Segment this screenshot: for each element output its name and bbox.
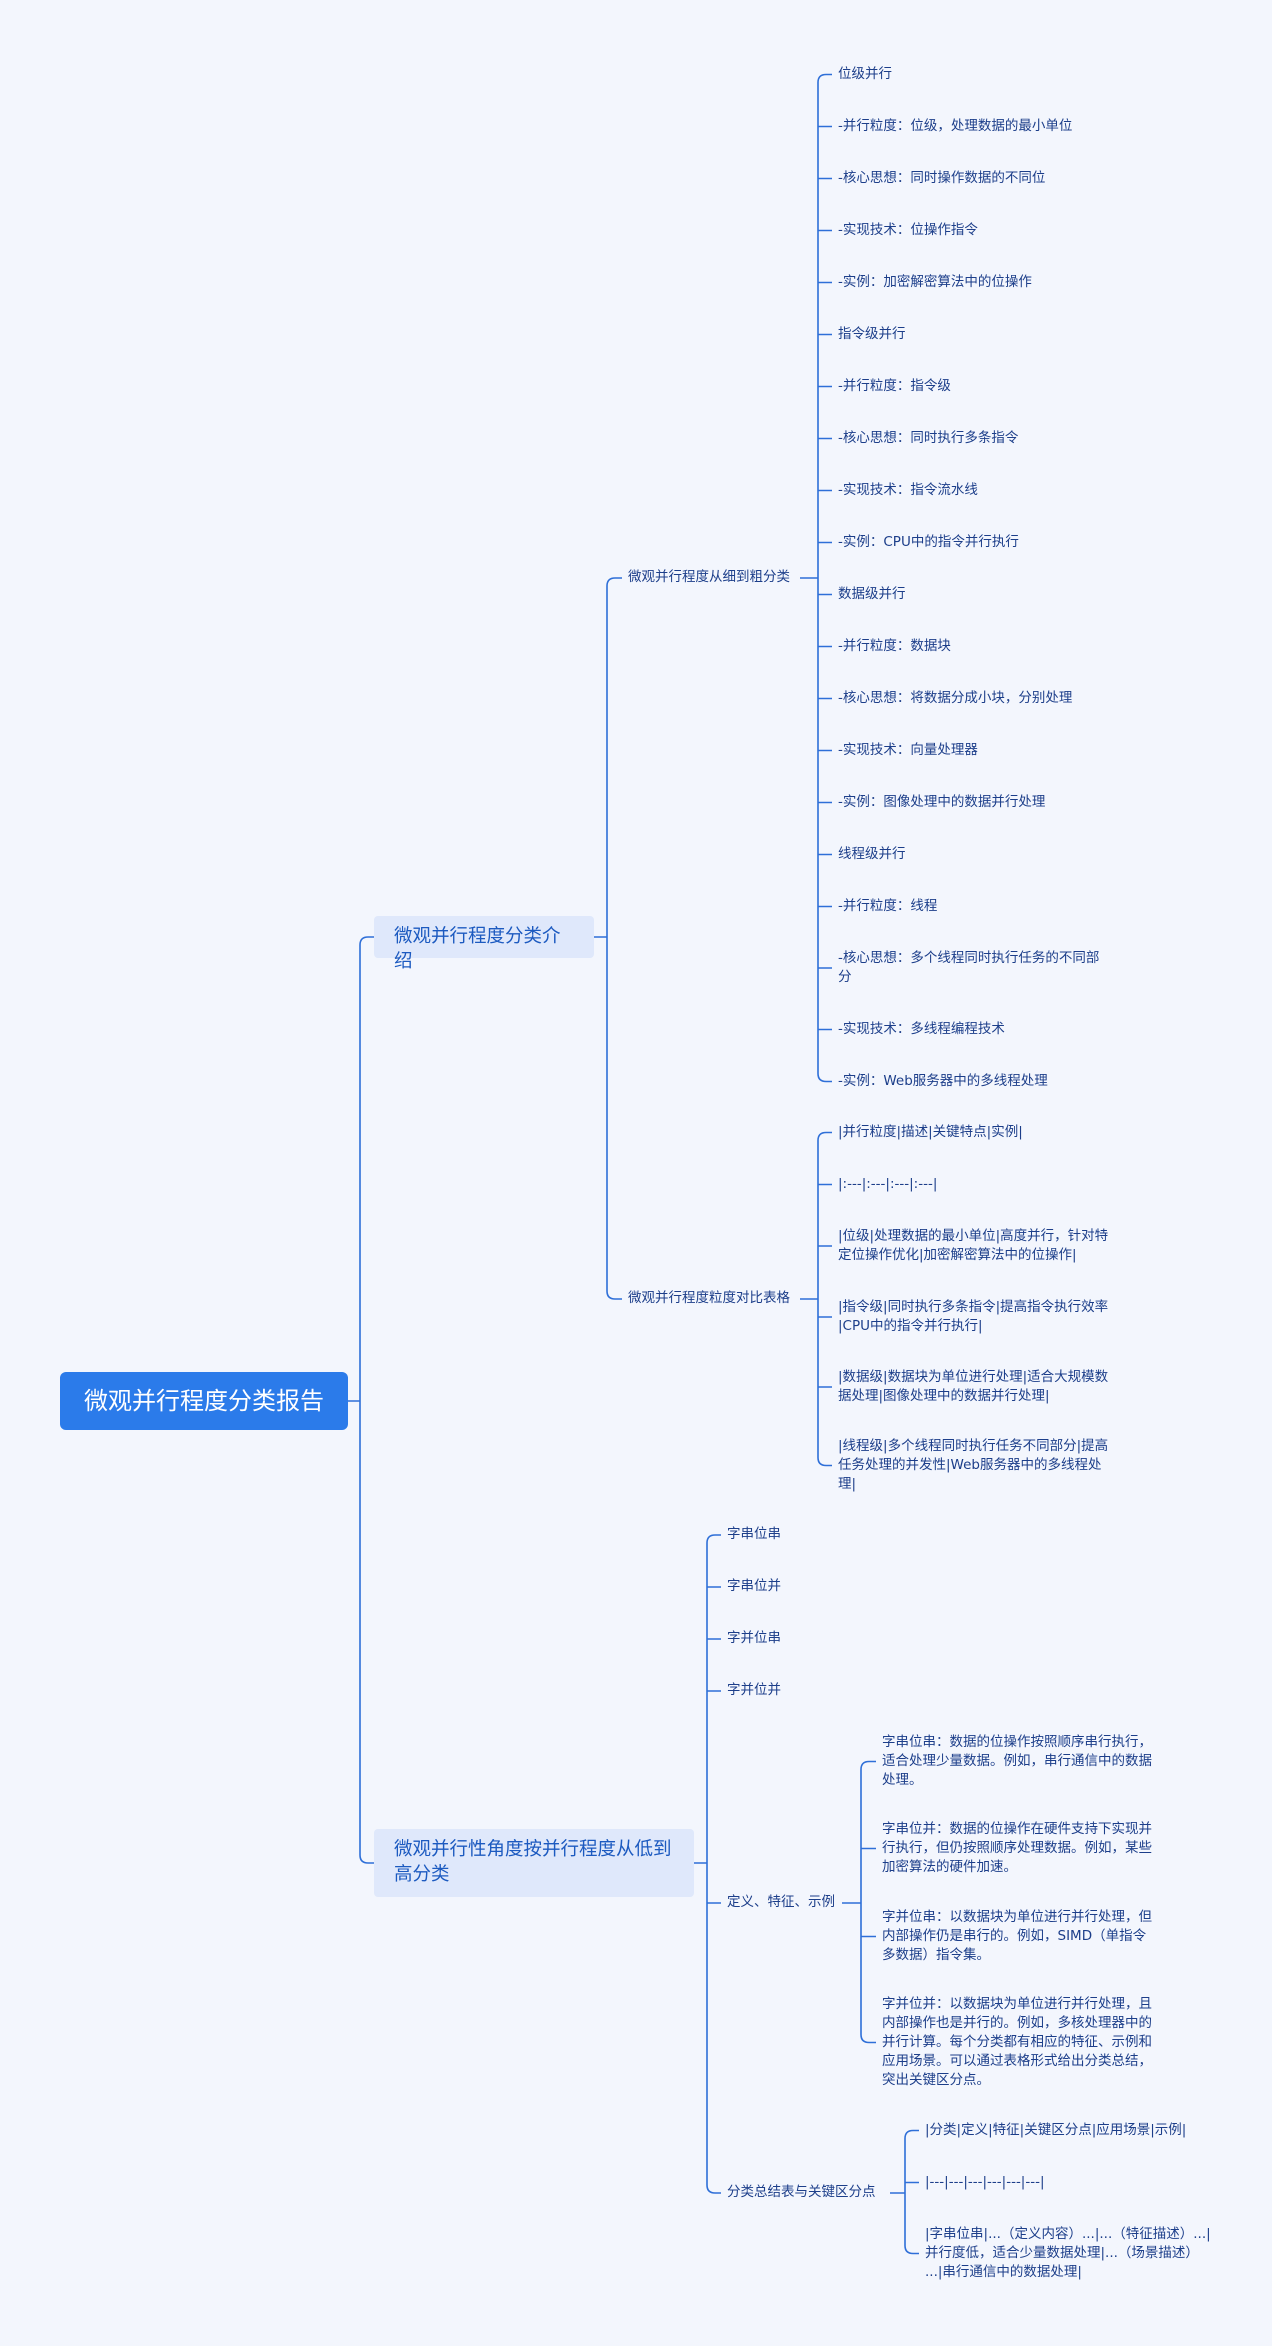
branch-parallelism-low-to-high[interactable]: 微观并行性角度按并行程度从低到 高分类 <box>374 1829 694 1897</box>
summary-row-1[interactable]: |分类|定义|特征|关键区分点|应用场景|示例| <box>925 2122 1187 2138</box>
summary-row-2[interactable]: |---|---|---|---|---|---| <box>925 2174 1045 2190</box>
sub1-item-6[interactable]: 指令级并行 <box>838 326 906 342</box>
sub1-item-8[interactable]: -核心思想：同时执行多条指令 <box>838 430 1019 446</box>
sub-definition-features-examples[interactable]: 定义、特征、示例 <box>727 1894 835 1910</box>
sub1-item-20[interactable]: -实例：Web服务器中的多线程处理 <box>838 1073 1048 1089</box>
sub-fine-to-coarse[interactable]: 微观并行程度从细到粗分类 <box>628 569 790 585</box>
class-item-4[interactable]: 字并位并 <box>727 1682 781 1698</box>
root-node[interactable]: 微观并行程度分类报告 <box>60 1372 348 1430</box>
sub1-item-7[interactable]: -并行粒度：指令级 <box>838 378 951 394</box>
summary-row-3[interactable]: |字串位串|...（定义内容）...|...（特征描述）...| 并行度低，适合… <box>925 2226 1211 2280</box>
sub1-item-15[interactable]: -实例：图像处理中的数据并行处理 <box>838 794 1046 810</box>
definition-item-2[interactable]: 字串位并：数据的位操作在硬件支持下实现并 行执行，但仍按照顺序处理数据。例如，某… <box>882 1821 1152 1875</box>
definition-item-3[interactable]: 字并位串：以数据块为单位进行并行处理，但 内部操作仍是串行的。例如，SIMD（单… <box>882 1909 1152 1963</box>
table-row-2[interactable]: |:---|:---|:---|:---| <box>838 1176 938 1192</box>
sub1-item-16[interactable]: 线程级并行 <box>838 846 906 862</box>
connector-sub2 <box>800 1131 832 1467</box>
sub1-item-3[interactable]: -核心思想：同时操作数据的不同位 <box>838 170 1046 186</box>
sub1-item-11[interactable]: 数据级并行 <box>838 586 906 602</box>
table-row-5[interactable]: |数据级|数据块为单位进行处理|适合大规模数 据处理|图像处理中的数据并行处理| <box>838 1369 1109 1404</box>
branch-micro-parallel-intro[interactable]: 微观并行程度分类介绍 <box>374 916 594 972</box>
sub1-item-17[interactable]: -并行粒度：线程 <box>838 898 938 914</box>
table-row-3[interactable]: |位级|处理数据的最小单位|高度并行，针对特 定位操作优化|加密解密算法中的位操… <box>838 1228 1109 1263</box>
sub-granularity-table[interactable]: 微观并行程度粒度对比表格 <box>628 1290 790 1306</box>
table-row-1[interactable]: |并行粒度|描述|关键特点|实例| <box>838 1124 1023 1140</box>
sub1-item-19[interactable]: -实现技术：多线程编程技术 <box>838 1021 1005 1037</box>
sub1-item-5[interactable]: -实例：加密解密算法中的位操作 <box>838 274 1032 290</box>
sub1-item-13[interactable]: -核心思想：将数据分成小块，分别处理 <box>838 690 1073 706</box>
sub1-item-2[interactable]: -并行粒度：位级，处理数据的最小单位 <box>838 118 1073 134</box>
definition-item-1[interactable]: 字串位串：数据的位操作按照顺序串行执行， 适合处理少量数据。例如，串行通信中的数… <box>882 1734 1152 1788</box>
class-item-2[interactable]: 字串位并 <box>727 1578 781 1594</box>
connector-def <box>842 1760 876 2044</box>
connector-sub1 <box>800 73 832 1083</box>
table-row-6[interactable]: |线程级|多个线程同时执行任务不同部分|提高 任务处理的并发性|Web服务器中的… <box>838 1438 1109 1492</box>
sub1-item-18[interactable]: -核心思想：多个线程同时执行任务的不同部 分 <box>838 950 1100 985</box>
definition-item-4[interactable]: 字并位并：以数据块为单位进行并行处理，且 内部操作也是并行的。例如，多核处理器中… <box>882 1996 1152 2088</box>
sub1-item-14[interactable]: -实现技术：向量处理器 <box>838 742 978 758</box>
sub1-item-9[interactable]: -实现技术：指令流水线 <box>838 482 978 498</box>
sub1-item-1[interactable]: 位级并行 <box>838 66 892 82</box>
sub-summary-table[interactable]: 分类总结表与关键区分点 <box>727 2184 876 2200</box>
connector-root <box>348 936 374 1864</box>
class-item-3[interactable]: 字并位串 <box>727 1630 781 1646</box>
sub1-item-12[interactable]: -并行粒度：数据块 <box>838 638 951 654</box>
table-row-4[interactable]: |指令级|同时执行多条指令|提高指令执行效率 |CPU中的指令并行执行| <box>838 1299 1109 1334</box>
sub1-item-10[interactable]: -实例：CPU中的指令并行执行 <box>838 534 1019 550</box>
class-item-1[interactable]: 字串位串 <box>727 1526 781 1542</box>
connector-branch2 <box>694 1534 721 2194</box>
connector-branch1 <box>594 577 622 1300</box>
sub1-item-4[interactable]: -实现技术：位操作指令 <box>838 222 978 238</box>
connector-summary <box>890 2129 919 2255</box>
